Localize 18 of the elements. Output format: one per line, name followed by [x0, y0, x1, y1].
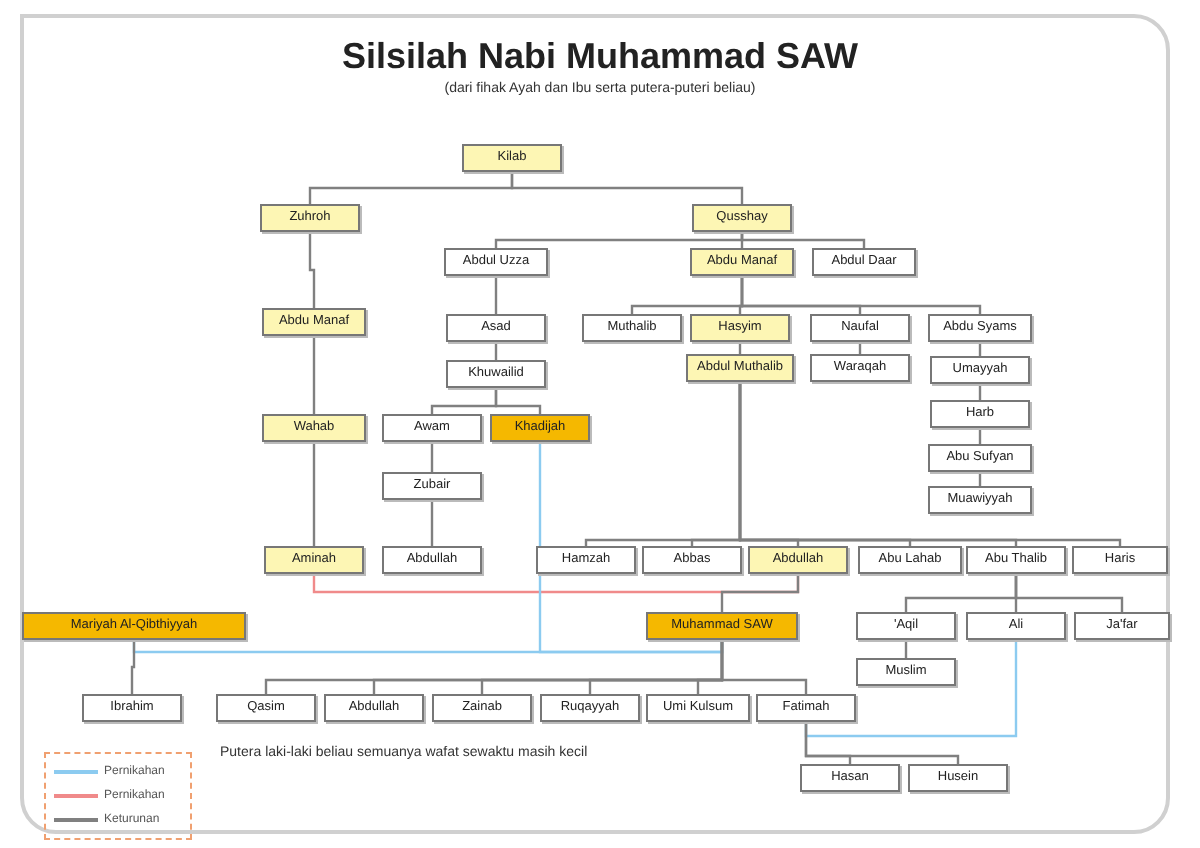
lineage-line [740, 232, 866, 248]
lineage-line [308, 232, 316, 308]
lineage-line [494, 276, 498, 314]
lineage-line [312, 442, 316, 546]
lineage-line [430, 442, 434, 472]
lineage-line [510, 172, 744, 204]
marriage-line [804, 640, 1018, 738]
lineage-line [720, 574, 800, 612]
lineage-line [312, 336, 316, 414]
title: Silsilah Nabi Muhammad SAW [339, 34, 861, 80]
lineage-line [720, 640, 808, 694]
lineage-line [804, 722, 960, 764]
lineage-line [740, 276, 982, 314]
lineage-line [738, 382, 1122, 546]
lineage-line [1014, 574, 1124, 612]
lineage-line [130, 640, 136, 694]
lineage-line [494, 388, 542, 414]
lineage-line [430, 500, 434, 546]
